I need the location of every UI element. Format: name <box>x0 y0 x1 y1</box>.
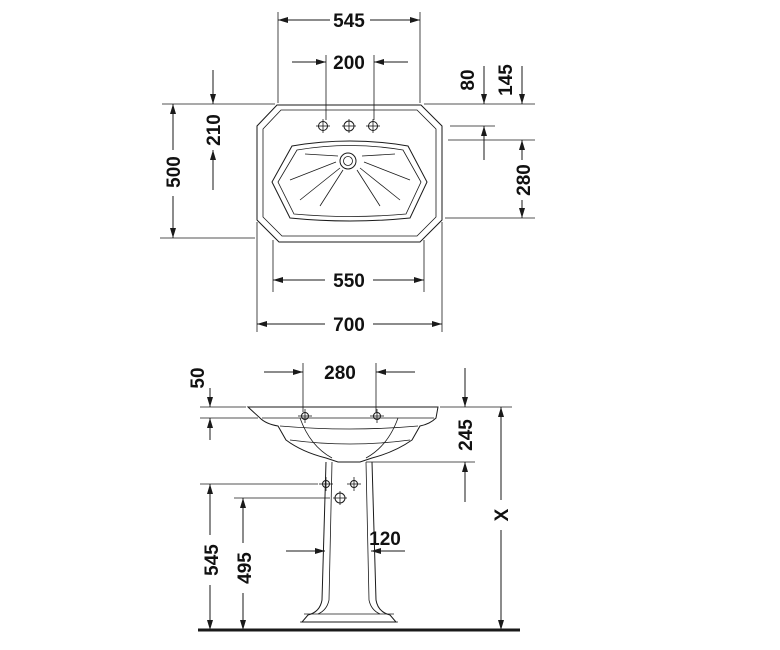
dim-200: 200 <box>292 53 408 120</box>
dim-200-label: 200 <box>333 53 365 74</box>
dim-280-front-label: 280 <box>324 363 356 384</box>
dim-280-front: 280 <box>264 363 415 412</box>
bowl-fan-lines <box>289 153 411 207</box>
basin-outline-inner <box>262 109 437 237</box>
dim-545-front: 545 <box>202 484 223 630</box>
dim-x-label: X <box>492 508 513 521</box>
dim-550: 550 <box>272 240 425 292</box>
dim-545-front-label: 545 <box>202 544 223 576</box>
dim-120-label: 120 <box>369 529 401 550</box>
dim-500: 500 <box>164 104 185 238</box>
dim-495-label: 495 <box>235 552 256 584</box>
basin-front-outline <box>246 406 439 463</box>
dim-145: 145 <box>496 64 525 104</box>
dim-145-label: 145 <box>496 64 517 96</box>
dim-120: 120 <box>286 529 405 554</box>
dim-500-label: 500 <box>164 156 185 188</box>
top-view: 545 200 80 145 280 <box>160 11 535 336</box>
dim-550-label: 550 <box>333 271 365 292</box>
dim-245-label: 245 <box>456 419 477 451</box>
dim-50: 50 <box>188 367 213 440</box>
dim-280-vertical: 280 <box>514 140 535 218</box>
dim-80: 80 <box>458 66 487 160</box>
dim-545-label: 545 <box>333 11 365 32</box>
dim-495: 495 <box>235 498 256 630</box>
tap-holes <box>316 119 380 133</box>
dim-700-label: 700 <box>333 315 365 336</box>
dim-x: X <box>492 407 513 630</box>
dim-545: 545 <box>277 11 421 103</box>
bowl-inner <box>277 145 422 217</box>
drain-icon <box>339 152 357 170</box>
dim-80-label: 80 <box>458 69 479 90</box>
dim-245: 245 <box>456 368 477 502</box>
dim-50-label: 50 <box>188 367 209 388</box>
dim-280-vertical-label: 280 <box>514 164 535 196</box>
basin-outline-outer <box>256 104 443 243</box>
dim-210-label: 210 <box>204 114 225 146</box>
bowl-outline <box>271 140 428 222</box>
front-view: 280 50 545 495 120 <box>188 363 520 632</box>
dim-210: 210 <box>204 70 225 190</box>
dim-700: 700 <box>256 222 443 336</box>
